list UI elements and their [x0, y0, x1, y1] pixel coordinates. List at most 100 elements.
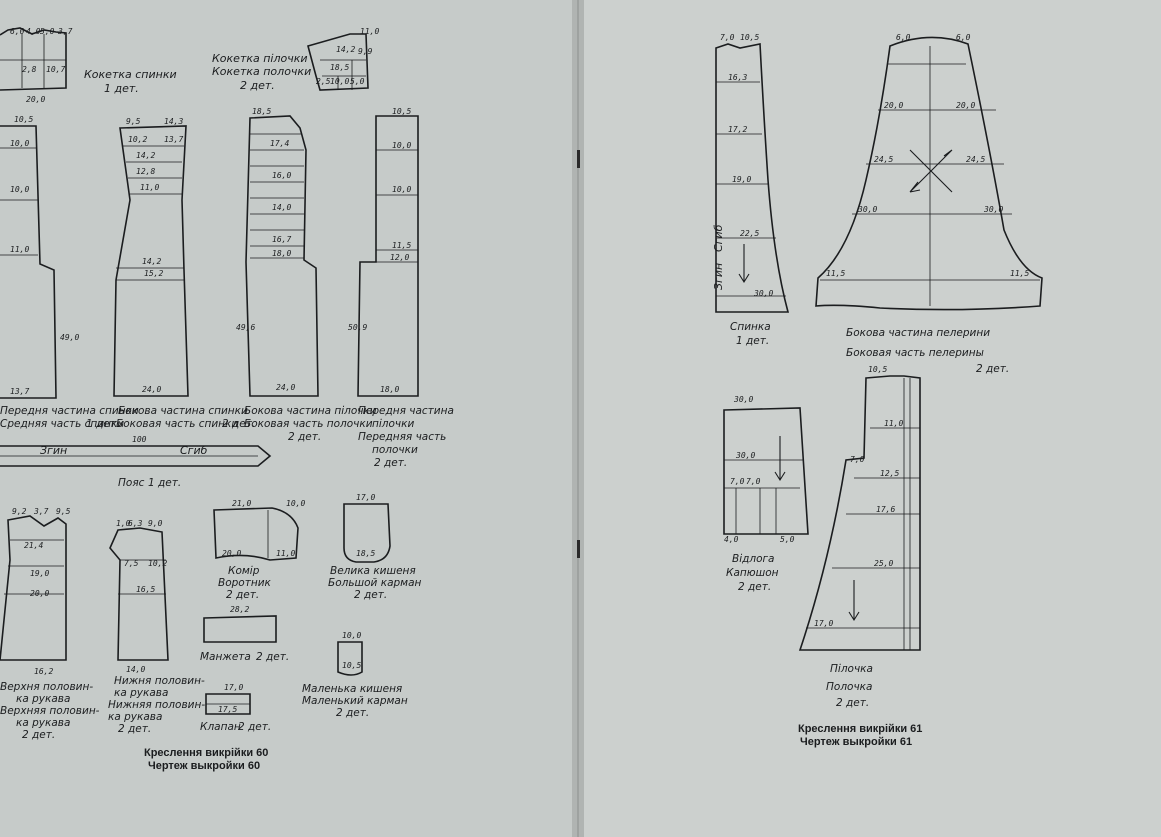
dim-cape-8: 30,0 [983, 205, 1003, 214]
front-panel-drawing: 10,5 10,0 10,0 11,5 12,0 50,9 18,0 [348, 107, 419, 397]
front-side-drawing: 18,5 17,4 16,0 14,0 16,7 18,0 49,6 24,0 [236, 107, 319, 397]
dim-hood-4: 7,0 [746, 477, 761, 486]
count-hood: 2 дет. [738, 581, 771, 593]
label-small-pocket-ua: Маленька кишеня [302, 683, 402, 695]
dim-us-5: 19,0 [30, 569, 49, 578]
dim-fp-5: 12,0 [390, 253, 409, 262]
dim-bc-6: 13,7 [10, 387, 29, 396]
dim-front-3: 7,0 [850, 455, 865, 464]
dim-fp-4: 11,5 [392, 241, 411, 250]
dim-collar-3: 20,0 [222, 549, 241, 558]
count-flap: 2 дет. [238, 721, 271, 733]
belt-drawing: 100 Згин Сгиб [0, 435, 272, 467]
flap-drawing: 17,0 17,5 [205, 683, 251, 715]
dim-bs-7: 11,0 [140, 183, 159, 192]
dim-cape-4: 20,0 [956, 101, 975, 110]
staple-top [577, 150, 580, 168]
dim-ls-1: 1,0 [116, 519, 131, 528]
dim-yoke-front-2: 14,2 [336, 45, 355, 54]
label-front-panel-ru2: полочки [372, 444, 418, 456]
dim-bs-2: 14,3 [164, 117, 183, 126]
dim-us-2: 3,7 [33, 507, 49, 516]
count-back-side: 2 дет. [222, 418, 255, 430]
count-collar: 2 дет. [226, 589, 259, 601]
dim-bc-2: 10,0 [10, 139, 29, 148]
count-upper-sleeve: 2 дет. [22, 729, 55, 741]
dim-yoke-front-7: 5,0 [350, 77, 365, 86]
dim-yoke-back-1: 6,0 [10, 27, 25, 36]
label-cape-side-ru: Боковая часть пелерины [846, 347, 984, 359]
gutter-crease [577, 0, 579, 837]
dim-us-7: 16,2 [34, 667, 53, 676]
dim-back-1: 7,0 [720, 33, 735, 42]
dim-bs-5: 14,2 [136, 151, 155, 160]
dim-yoke-front-4: 18,5 [330, 63, 349, 72]
label-small-pocket-ru: Маленький карман [302, 695, 408, 707]
dim-fp-1: 10,5 [392, 107, 411, 116]
label-lower-sleeve-ru1: Нижняя половин- [108, 699, 205, 711]
dim-big-pocket-1: 17,0 [356, 493, 375, 502]
dim-fs-7: 49,6 [236, 323, 255, 332]
dim-yoke-front-6: 10,0 [330, 77, 349, 86]
label-front-yoke-ua: Кокетка пілочки [212, 52, 308, 65]
back-fold-ru: Сгиб [712, 224, 725, 252]
dim-small-pocket-1: 10,0 [342, 631, 361, 640]
collar-drawing: 21,0 10,0 20,0 11,0 [213, 499, 305, 561]
dim-back-2: 10,5 [740, 33, 759, 42]
dim-belt-1: 100 [132, 435, 147, 444]
dim-us-4: 21,4 [24, 541, 43, 550]
label-cuff: Манжета [200, 651, 251, 663]
big-pocket-drawing: 17,0 18,5 [343, 493, 391, 563]
dim-bs-3: 10,2 [128, 135, 147, 144]
dim-us-3: 9,5 [56, 507, 71, 516]
dim-bc-3: 10,0 [10, 185, 29, 194]
dim-yoke-back-4: 3,7 [57, 27, 73, 36]
left-page [0, 0, 578, 837]
dim-back-4: 17,2 [728, 125, 747, 134]
dim-ls-3: 9,0 [148, 519, 163, 528]
label-lower-sleeve-ua2: ка рукава [114, 687, 168, 699]
dim-back-3: 16,3 [728, 73, 747, 82]
dim-small-pocket-2: 10,5 [342, 661, 361, 670]
dim-cuff-1: 28,2 [230, 605, 249, 614]
label-upper-sleeve-ru2: ка рукава [16, 717, 70, 729]
back-yoke-drawing: 6,0 4,0 5,0 3,7 2,8 10,7 20,0 [0, 27, 73, 104]
dim-fp-7: 18,0 [380, 385, 399, 394]
dim-fs-4: 14,0 [272, 203, 291, 212]
dim-collar-4: 11,0 [276, 549, 295, 558]
small-pocket-drawing: 10,0 10,5 [337, 631, 363, 676]
dim-yoke-front-1: 11,0 [360, 27, 379, 36]
right-title-ru: Чертеж выкройки 61 [800, 736, 912, 748]
label-upper-sleeve-ua2: ка рукава [16, 693, 70, 705]
upper-sleeve-drawing: 9,2 3,7 9,5 21,4 19,0 20,0 16,2 [0, 507, 71, 676]
back-side-drawing: 9,5 14,3 10,2 13,7 14,2 12,8 11,0 14,2 1… [113, 117, 189, 397]
label-front-panel-ua2: пілочки [372, 418, 414, 430]
back-center-drawing: 10,5 10,0 10,0 11,0 49,0 13,7 [0, 115, 79, 399]
dim-yoke-back-7: 20,0 [26, 95, 45, 104]
hood-drawing: 30,0 30,0 7,0 7,0 4,0 5,0 [723, 395, 809, 544]
label-cape-side-ua: Бокова частина пелерини [846, 327, 990, 339]
label-front-yoke-ru: Кокетка полочки [212, 65, 311, 78]
dim-yoke-back-3: 5,0 [40, 27, 55, 36]
dim-ls-4: 7,5 [124, 559, 139, 568]
dim-bc-4: 11,0 [10, 245, 29, 254]
cape-side-drawing: 6,0 6,0 20,0 20,0 24,5 24,5 30,0 30,0 11… [815, 33, 1043, 311]
label-flap: Клапан [200, 721, 241, 733]
dim-back-7: 30,0 [753, 289, 773, 298]
dim-hood-2: 30,0 [735, 451, 755, 460]
dim-bs-10: 24,0 [142, 385, 161, 394]
label-hood-ru: Капюшон [726, 567, 779, 579]
label-front-ua: Пілочка [830, 663, 873, 675]
label-upper-sleeve-ru1: Верхняя половин- [0, 705, 100, 717]
staple-bottom [577, 540, 580, 558]
dim-bs-9: 15,2 [144, 269, 163, 278]
count-back-yoke: 1 дет. [104, 82, 139, 95]
dim-fs-3: 16,0 [272, 171, 291, 180]
dim-bs-6: 12,8 [136, 167, 155, 176]
dim-flap-2: 17,5 [218, 705, 237, 714]
dim-bc-5: 49,0 [60, 333, 79, 342]
label-collar-ru: Воротник [218, 577, 272, 589]
label-big-pocket-ua: Велика кишеня [330, 565, 416, 577]
